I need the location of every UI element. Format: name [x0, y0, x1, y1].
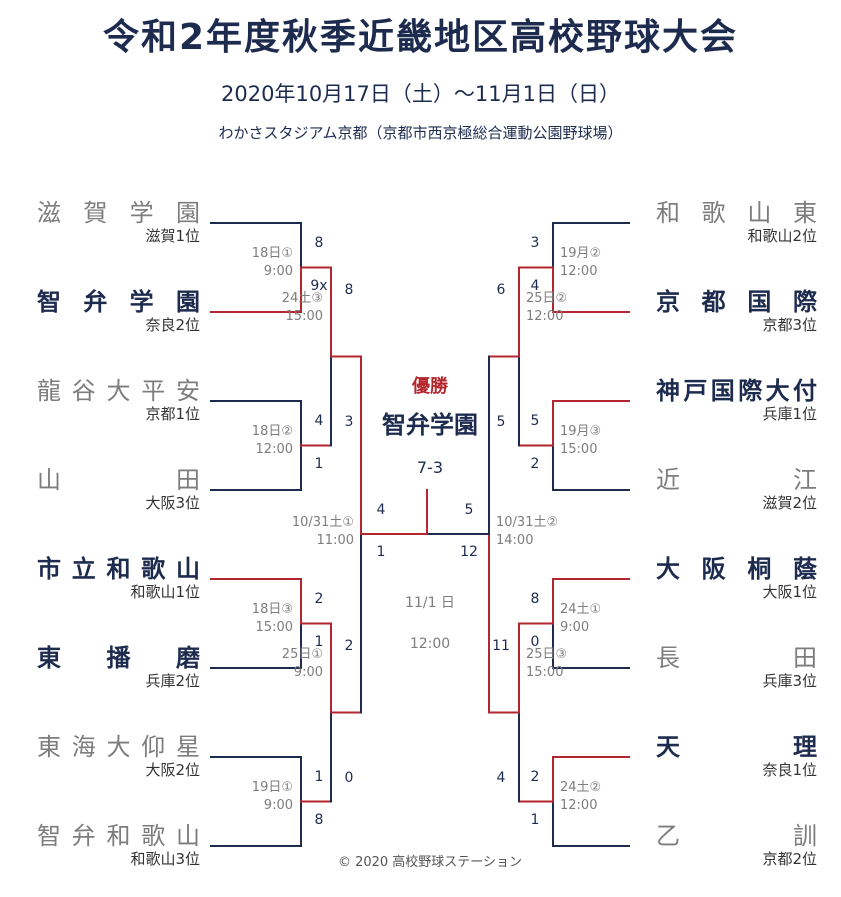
left-team-seed: 大阪2位	[145, 761, 200, 779]
left-team-seed: 大阪3位	[145, 494, 200, 512]
left-r1-score-top: 2	[314, 591, 324, 607]
right-team-name: 天理	[656, 733, 817, 761]
left-qf-date: 25日①	[281, 646, 323, 662]
right-sf-time: 14:00	[496, 533, 534, 548]
right-team-seed: 兵庫1位	[762, 405, 817, 423]
right-team-name: 長田	[656, 644, 817, 672]
left-r1-score-top: 4	[314, 413, 324, 429]
right-r1-score-top: 5	[530, 413, 540, 429]
left-team-seed: 和歌山1位	[130, 583, 200, 601]
right-r1-date: 24土②	[560, 780, 602, 795]
left-team-name: 智弁和歌山	[37, 822, 200, 850]
final-date: 11/1 日	[405, 595, 455, 611]
left-team-seed: 和歌山3位	[130, 850, 200, 868]
left-sf-time: 11:00	[316, 533, 354, 548]
page-title: 令和2年度秋季近畿地区高校野球大会	[102, 17, 739, 58]
right-team-name: 和歌山東	[656, 199, 817, 227]
right-r1-date: 19月③	[560, 424, 602, 439]
right-team-name: 神戸国際大付	[656, 377, 817, 405]
left-r1-score-bottom: 1	[314, 456, 324, 472]
final-time: 12:00	[409, 636, 451, 652]
right-team-name: 京都国際	[656, 288, 817, 316]
right-r1-score-top: 3	[530, 235, 540, 251]
final-score: 7-3	[416, 458, 444, 477]
left-team-seed: 滋賀1位	[145, 227, 200, 245]
left-team-seed: 奈良2位	[145, 316, 200, 334]
right-team-name: 近江	[656, 466, 817, 494]
right-team-seed: 和歌山2位	[747, 227, 817, 245]
left-qf-score-bottom: 3	[344, 413, 354, 430]
right-team-seed: 兵庫3位	[762, 672, 817, 690]
left-r1-date: 18日②	[251, 424, 293, 439]
right-r1-score-bottom: 0	[530, 634, 540, 650]
right-team-seed: 滋賀2位	[762, 494, 817, 512]
left-qf-date: 24土③	[281, 290, 323, 306]
right-team-seed: 奈良1位	[762, 761, 817, 779]
tournament-venue: わかさスタジアム京都（京都市西京極総合運動公園野球場）	[218, 124, 623, 142]
left-r1-time: 12:00	[255, 442, 293, 457]
right-qf-date: 25日③	[526, 646, 568, 662]
right-team-name: 乙訓	[656, 822, 817, 850]
right-team-seed: 京都2位	[762, 850, 817, 868]
left-sf-date: 10/31土①	[291, 515, 354, 530]
right-team-seed: 京都3位	[762, 316, 817, 334]
left-qf-score-bottom: 0	[344, 769, 354, 786]
right-r1-date: 19月②	[560, 246, 602, 261]
right-r1-score-bottom: 2	[530, 456, 540, 472]
copyright: © 2020 高校野球ステーション	[337, 855, 523, 870]
left-r1-time: 9:00	[263, 264, 293, 279]
left-qf-time: 9:00	[293, 664, 323, 680]
left-team-name: 市立和歌山	[37, 555, 200, 583]
right-sf-score-bottom: 12	[460, 544, 478, 560]
left-r1-score-top: 8	[314, 235, 324, 251]
right-r1-time: 15:00	[560, 442, 598, 457]
left-r1-score-bottom: 1	[314, 634, 324, 650]
right-r1-score-bottom: 1	[530, 812, 540, 828]
left-r1-time: 15:00	[255, 620, 293, 635]
right-r1-time: 12:00	[560, 798, 598, 813]
left-team-name: 山田	[37, 466, 200, 494]
right-r1-score-bottom: 4	[530, 278, 540, 294]
right-sf-date: 10/31土②	[496, 515, 559, 530]
left-r1-score-top: 1	[314, 769, 324, 785]
left-r1-score-bottom: 8	[314, 812, 324, 828]
right-qf-date: 25日②	[526, 290, 568, 306]
tournament-dates: 2020年10月17日（土）～11月1日（日）	[221, 82, 620, 106]
left-qf-time: 15:00	[285, 308, 323, 324]
left-sf-score-top: 4	[376, 502, 386, 518]
right-qf-time: 15:00	[526, 664, 564, 680]
left-r1-date: 19日①	[251, 780, 293, 795]
left-team-seed: 京都1位	[145, 405, 200, 423]
right-r1-score-top: 8	[530, 591, 540, 607]
right-qf-score-bottom: 5	[496, 413, 506, 430]
left-team-name: 龍谷大平安	[37, 377, 200, 405]
left-team-name: 東海大仰星	[37, 733, 200, 761]
left-sf-score-bottom: 1	[376, 544, 386, 560]
right-sf-score-top: 5	[464, 502, 474, 518]
right-qf-score-top: 11	[492, 637, 510, 654]
right-team-seed: 大阪1位	[762, 583, 817, 601]
right-r1-score-top: 2	[530, 769, 540, 785]
right-qf-time: 12:00	[526, 308, 564, 324]
left-r1-date: 18日③	[251, 602, 293, 617]
left-qf-score-top: 2	[344, 637, 354, 654]
left-r1-score-bottom: 9x	[310, 278, 328, 294]
left-team-name: 智弁学園	[37, 288, 200, 316]
right-r1-date: 24土①	[560, 602, 602, 617]
left-r1-time: 9:00	[263, 798, 293, 813]
left-team-name: 東播磨	[37, 644, 200, 672]
left-qf-score-top: 8	[344, 281, 354, 298]
right-team-name: 大阪桐蔭	[656, 555, 817, 583]
right-qf-score-top: 6	[496, 281, 506, 298]
right-qf-score-bottom: 4	[496, 769, 506, 786]
left-team-name: 滋賀学園	[37, 199, 200, 227]
right-r1-time: 12:00	[560, 264, 598, 279]
right-r1-time: 9:00	[560, 620, 590, 635]
left-r1-date: 18日①	[251, 246, 293, 261]
champion-label: 優勝	[412, 376, 448, 397]
left-team-seed: 兵庫2位	[145, 672, 200, 690]
champion-team: 智弁学園	[382, 411, 478, 439]
